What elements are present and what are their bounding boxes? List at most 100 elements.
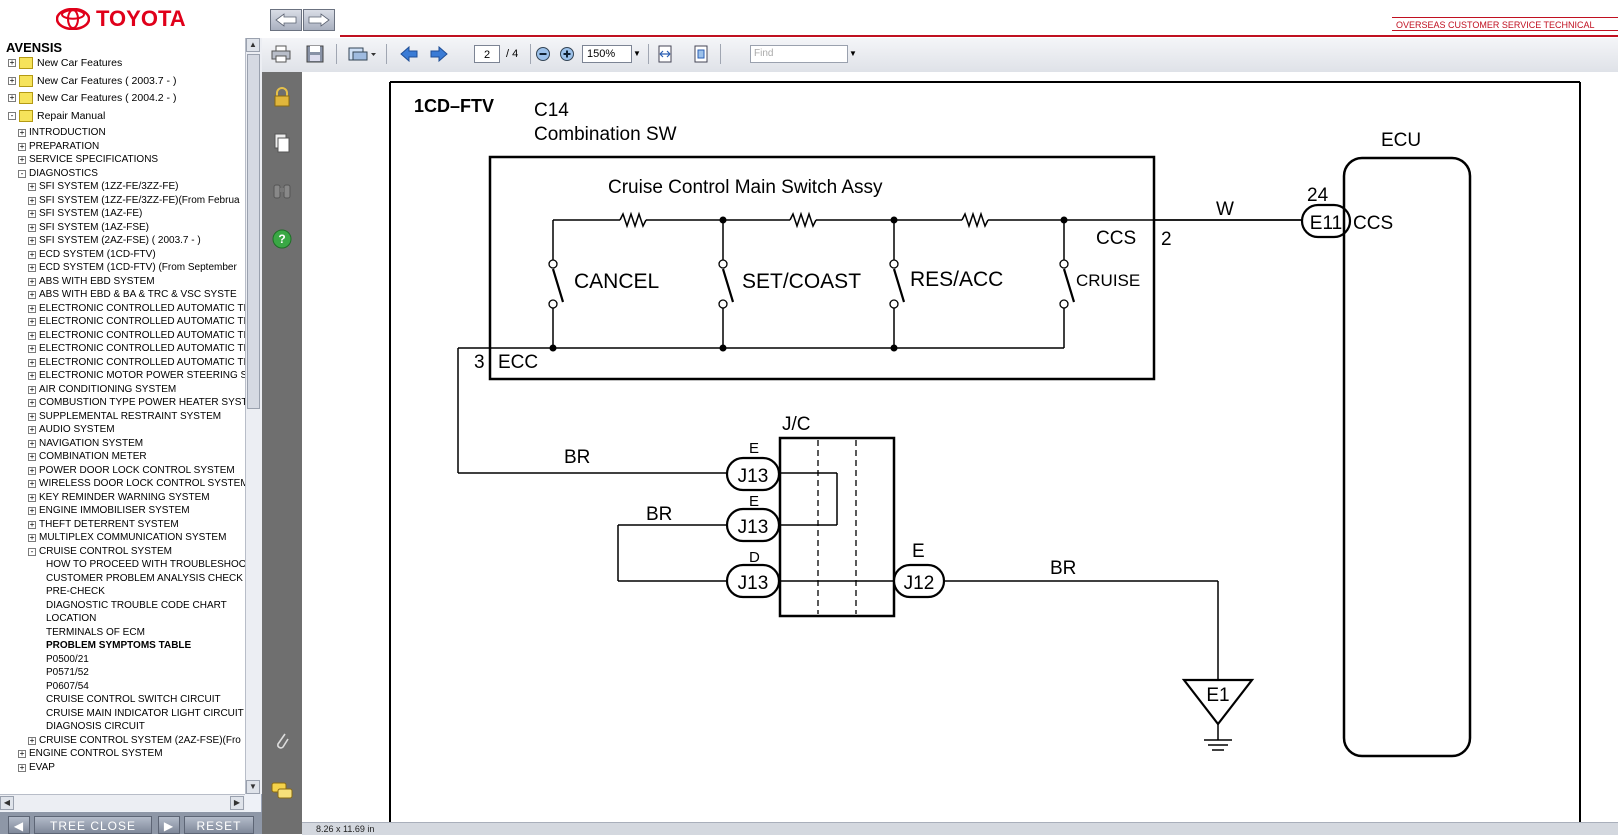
tree-item[interactable]: +NAVIGATION SYSTEM: [28, 437, 143, 451]
page-number-input[interactable]: 2: [474, 45, 500, 63]
tree-item[interactable]: +SFI SYSTEM (1ZZ-FE/3ZZ-FE): [28, 180, 178, 194]
tree-item[interactable]: +EVAP: [18, 761, 55, 775]
tree-item[interactable]: CRUISE MAIN INDICATOR LIGHT CIRCUIT: [46, 707, 244, 721]
tree-item[interactable]: +INTRODUCTION: [18, 126, 106, 140]
expand-icon[interactable]: +: [28, 290, 36, 299]
pages-icon[interactable]: [271, 132, 293, 154]
forward-button[interactable]: [303, 9, 335, 31]
scroll-down-icon[interactable]: ▼: [246, 780, 260, 794]
expand-icon[interactable]: +: [18, 141, 26, 151]
expand-icon[interactable]: +: [18, 155, 26, 164]
expand-icon[interactable]: +: [28, 263, 36, 272]
tree-item[interactable]: +ELECTRONIC CONTROLLED AUTOMATIC TI: [28, 329, 245, 343]
tree-item[interactable]: +ABS WITH EBD SYSTEM: [28, 275, 155, 289]
expand-icon[interactable]: +: [28, 411, 36, 421]
expand-icon[interactable]: +: [28, 222, 36, 232]
expand-icon[interactable]: +: [28, 425, 36, 434]
tree-item[interactable]: +ELECTRONIC CONTROLLED AUTOMATIC TI: [28, 302, 245, 316]
tree-vertical-scrollbar[interactable]: ▲ ▼: [245, 38, 262, 794]
expand-icon[interactable]: +: [8, 93, 16, 102]
lock-icon[interactable]: [271, 86, 293, 108]
next-page-button[interactable]: [428, 43, 450, 65]
back-button[interactable]: [270, 9, 302, 31]
tree-item[interactable]: P0500/21: [46, 653, 89, 667]
tree-item[interactable]: CRUISE CONTROL SWITCH CIRCUIT: [46, 693, 221, 707]
tree-close-button[interactable]: TREE CLOSE: [34, 816, 152, 834]
expand-icon[interactable]: +: [18, 128, 26, 137]
tree-item[interactable]: PROBLEM SYMPTOMS TABLE: [46, 639, 191, 653]
zoom-in-button[interactable]: [556, 43, 578, 65]
collapse-icon[interactable]: -: [18, 168, 26, 178]
document-viewport[interactable]: 1CD–FTV C14 Combination SW Cruise Contro…: [302, 72, 1618, 834]
collapse-icon[interactable]: -: [8, 110, 16, 120]
expand-icon[interactable]: +: [18, 762, 26, 772]
tree-item[interactable]: +AUDIO SYSTEM: [28, 423, 115, 437]
expand-icon[interactable]: +: [28, 357, 36, 367]
tree-item[interactable]: +MULTIPLEX COMMUNICATION SYSTEM: [28, 531, 226, 545]
tree-item[interactable]: +ELECTRONIC CONTROLLED AUTOMATIC TI: [28, 356, 245, 370]
expand-icon[interactable]: +: [28, 344, 36, 353]
tree-item[interactable]: DIAGNOSIS CIRCUIT: [46, 720, 145, 734]
expand-icon[interactable]: +: [28, 438, 36, 448]
binoculars-icon[interactable]: [271, 180, 293, 202]
tree-item[interactable]: +ELECTRONIC CONTROLLED AUTOMATIC TI: [28, 315, 245, 329]
tree-item[interactable]: +AIR CONDITIONING SYSTEM: [28, 383, 176, 397]
tree-next-button[interactable]: ▶: [158, 816, 180, 834]
expand-icon[interactable]: +: [28, 249, 36, 259]
scroll-left-icon[interactable]: ◀: [0, 796, 14, 810]
tree-item[interactable]: PRE-CHECK: [46, 585, 105, 599]
tree-item[interactable]: +COMBUSTION TYPE POWER HEATER SYST: [28, 396, 245, 410]
expand-icon[interactable]: +: [28, 533, 36, 542]
tree-item[interactable]: +New Car Features ( 2003.7 - ): [8, 74, 176, 88]
expand-icon[interactable]: +: [28, 303, 36, 313]
tree-item[interactable]: TERMINALS OF ECM: [46, 626, 145, 640]
tree-item[interactable]: +SUPPLEMENTAL RESTRAINT SYSTEM: [28, 410, 221, 424]
tree-item[interactable]: +SFI SYSTEM (1ZZ-FE/3ZZ-FE)(From Februa: [28, 194, 240, 208]
expand-icon[interactable]: +: [28, 519, 36, 529]
expand-icon[interactable]: +: [28, 492, 36, 502]
chevron-down-icon[interactable]: ▼: [633, 49, 641, 58]
expand-icon[interactable]: +: [28, 735, 36, 745]
tree-item[interactable]: +THEFT DETERRENT SYSTEM: [28, 518, 179, 532]
tree-item[interactable]: +New Car Features ( 2004.2 - ): [8, 91, 176, 105]
tree-item[interactable]: +New Car Features: [8, 56, 122, 70]
tree-item[interactable]: DIAGNOSTIC TROUBLE CODE CHART: [46, 599, 227, 613]
tree-item[interactable]: +POWER DOOR LOCK CONTROL SYSTEM: [28, 464, 235, 478]
fit-width-button[interactable]: [654, 43, 676, 65]
tree-item[interactable]: -Repair Manual: [8, 109, 105, 123]
tree-item[interactable]: +SFI SYSTEM (1AZ-FE): [28, 207, 142, 221]
tree-item[interactable]: +CRUISE CONTROL SYSTEM (2AZ-FSE)(Fro: [28, 734, 241, 748]
tree-item[interactable]: -CRUISE CONTROL SYSTEM: [28, 545, 172, 559]
tree-item[interactable]: +SFI SYSTEM (1AZ-FSE): [28, 221, 149, 235]
tree-item[interactable]: HOW TO PROCEED WITH TROUBLESHOO: [46, 558, 245, 572]
expand-icon[interactable]: +: [28, 182, 36, 191]
tree-item[interactable]: +ENGINE CONTROL SYSTEM: [18, 747, 163, 761]
find-input[interactable]: Find: [750, 45, 848, 63]
expand-icon[interactable]: +: [28, 452, 36, 461]
tree-item[interactable]: +PREPARATION: [18, 140, 99, 154]
tree-item[interactable]: LOCATION: [46, 612, 96, 626]
tools-dropdown-button[interactable]: [346, 43, 378, 65]
tree-item[interactable]: +ELECTRONIC MOTOR POWER STEERING SY: [28, 369, 245, 383]
tree-item[interactable]: CUSTOMER PROBLEM ANALYSIS CHECK: [46, 572, 243, 586]
chevron-down-icon[interactable]: ▼: [849, 49, 857, 58]
help-icon[interactable]: ?: [271, 228, 293, 250]
expand-icon[interactable]: +: [28, 465, 36, 475]
tree-item[interactable]: -DIAGNOSTICS: [18, 167, 98, 181]
tree-horizontal-scrollbar[interactable]: ◀ ▶: [0, 794, 245, 811]
fit-page-button[interactable]: [690, 43, 712, 65]
collapse-icon[interactable]: -: [28, 546, 36, 556]
tree-item[interactable]: +KEY REMINDER WARNING SYSTEM: [28, 491, 210, 505]
comments-icon[interactable]: [271, 780, 293, 802]
tree-item[interactable]: P0571/52: [46, 666, 89, 680]
tree-item[interactable]: P0607/54: [46, 680, 89, 694]
save-button[interactable]: [304, 43, 326, 65]
expand-icon[interactable]: +: [28, 384, 36, 394]
reset-button[interactable]: RESET: [184, 816, 254, 834]
expand-icon[interactable]: +: [28, 330, 36, 340]
expand-icon[interactable]: +: [8, 75, 16, 85]
expand-icon[interactable]: +: [8, 58, 16, 67]
scroll-thumb[interactable]: [247, 54, 260, 409]
tree-item[interactable]: +COMBINATION METER: [28, 450, 147, 464]
expand-icon[interactable]: +: [28, 236, 36, 245]
